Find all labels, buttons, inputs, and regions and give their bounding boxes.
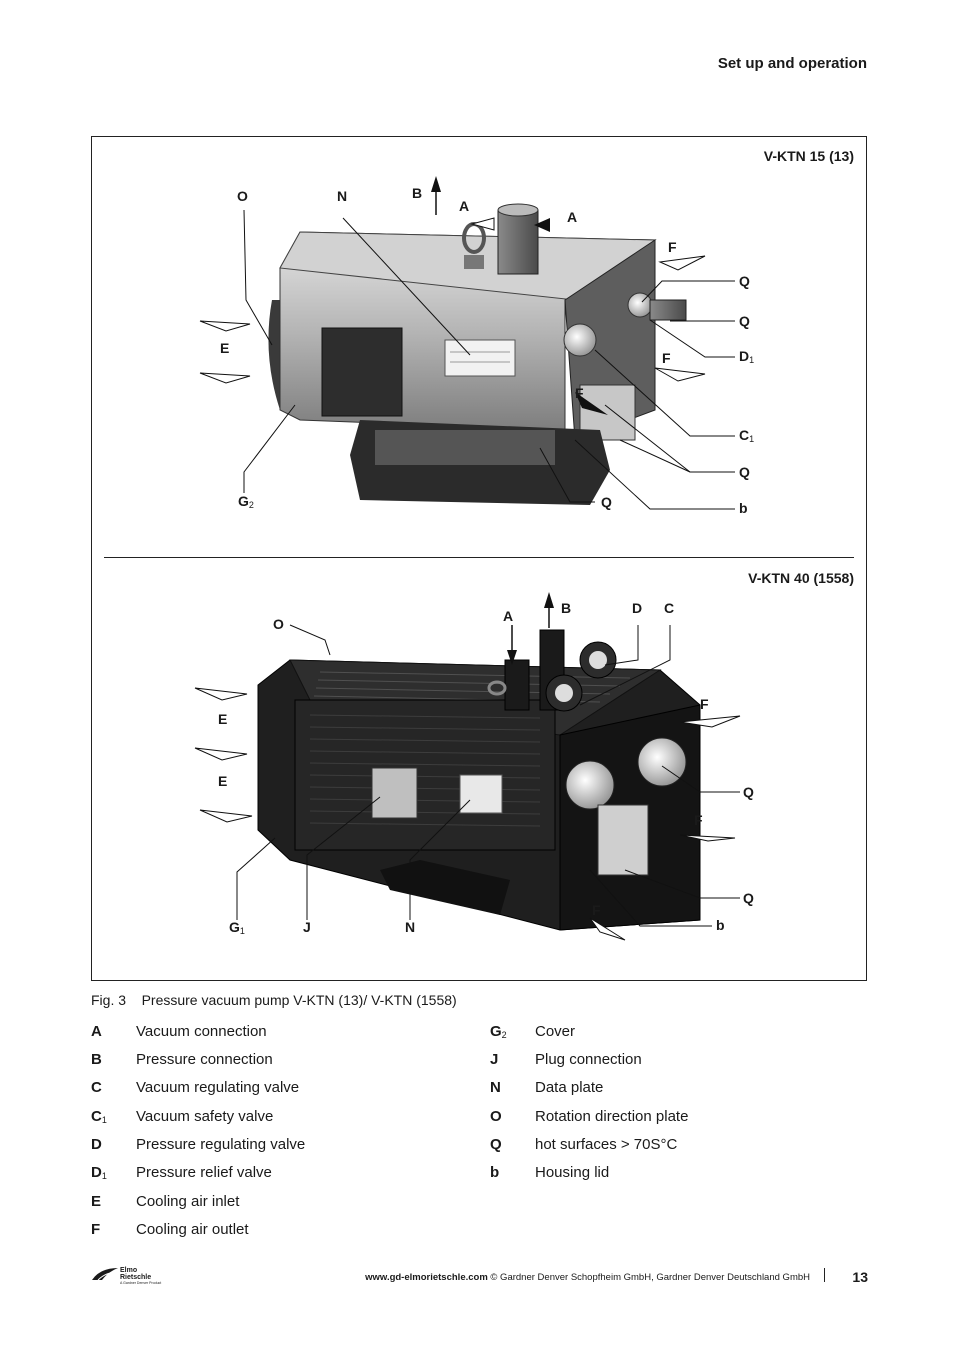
top-arrows: [199, 176, 706, 415]
top-label-O: O: [237, 188, 248, 204]
bottom-leader-lines: [236, 624, 740, 927]
brand-logo-subtitle: A Gardner Denver Product: [120, 1281, 162, 1285]
top-label-F-lower: F: [575, 385, 584, 401]
footer-url[interactable]: www.gd-elmorietschle.com: [365, 1272, 488, 1283]
top-label-Q-1: Q: [739, 273, 750, 289]
top-label-E: E: [220, 340, 230, 356]
bottom-model-title: V-KTN 40 (1558): [748, 570, 854, 586]
bottom-label-B: B: [561, 600, 572, 616]
top-label-A-left: A: [459, 198, 470, 214]
bottom-arrows: [194, 592, 741, 941]
bottom-label-F-upper: F: [700, 696, 709, 712]
page-number: 13: [852, 1269, 868, 1285]
top-label-B: B: [412, 185, 423, 201]
footer-copyright: © Gardner Denver Schopfheim GmbH, Gardne…: [487, 1272, 810, 1283]
figure-caption: Fig. 3 Pressure vacuum pump V-KTN (13)/ …: [91, 992, 457, 1008]
top-label-b: b: [739, 500, 748, 516]
footer-text: www.gd-elmorietschle.com © Gardner Denve…: [365, 1272, 810, 1283]
bottom-label-J: J: [303, 919, 311, 935]
figure-frame: [91, 136, 867, 981]
top-label-Q-4: Q: [601, 494, 612, 510]
top-label-Q-3: Q: [739, 464, 750, 480]
top-label-Q-2: Q: [739, 313, 750, 329]
top-model-title: V-KTN 15 (13): [763, 148, 854, 164]
footer-separator: [824, 1268, 825, 1282]
bottom-label-G1: G1: [229, 919, 245, 936]
figure-divider: [104, 557, 854, 558]
top-label-F-middle: F: [662, 350, 671, 366]
bottom-label-Q-2: Q: [743, 890, 754, 906]
top-leader-lines: [243, 209, 735, 510]
bottom-label-F-lower: F: [592, 902, 601, 918]
bottom-label-F-middle: F: [694, 812, 703, 828]
top-label-G2: G2: [238, 493, 254, 510]
bottom-label-O: O: [273, 616, 284, 632]
bottom-label-E-lower: E: [218, 773, 228, 789]
top-label-A-right: A: [567, 209, 578, 225]
top-label-F-upper: F: [668, 239, 677, 255]
bottom-label-A: A: [503, 608, 514, 624]
pump-top-illustration: [268, 203, 687, 505]
brand-logo-icon: [92, 1268, 119, 1281]
brand-logo-text: Elmo Rietschle: [120, 1267, 152, 1281]
top-label-D1: D1: [739, 348, 755, 365]
bottom-label-C: C: [664, 600, 675, 616]
bottom-label-E-upper: E: [218, 711, 228, 727]
bottom-label-D: D: [632, 600, 643, 616]
bottom-label-Q-1: Q: [743, 784, 754, 800]
top-label-N: N: [337, 188, 348, 204]
top-label-C1: C1: [739, 427, 755, 444]
bottom-label-N: N: [405, 919, 416, 935]
bottom-label-b: b: [716, 917, 725, 933]
page-header-title: Set up and operation: [717, 55, 867, 72]
pump-bottom-illustration: [257, 629, 701, 931]
